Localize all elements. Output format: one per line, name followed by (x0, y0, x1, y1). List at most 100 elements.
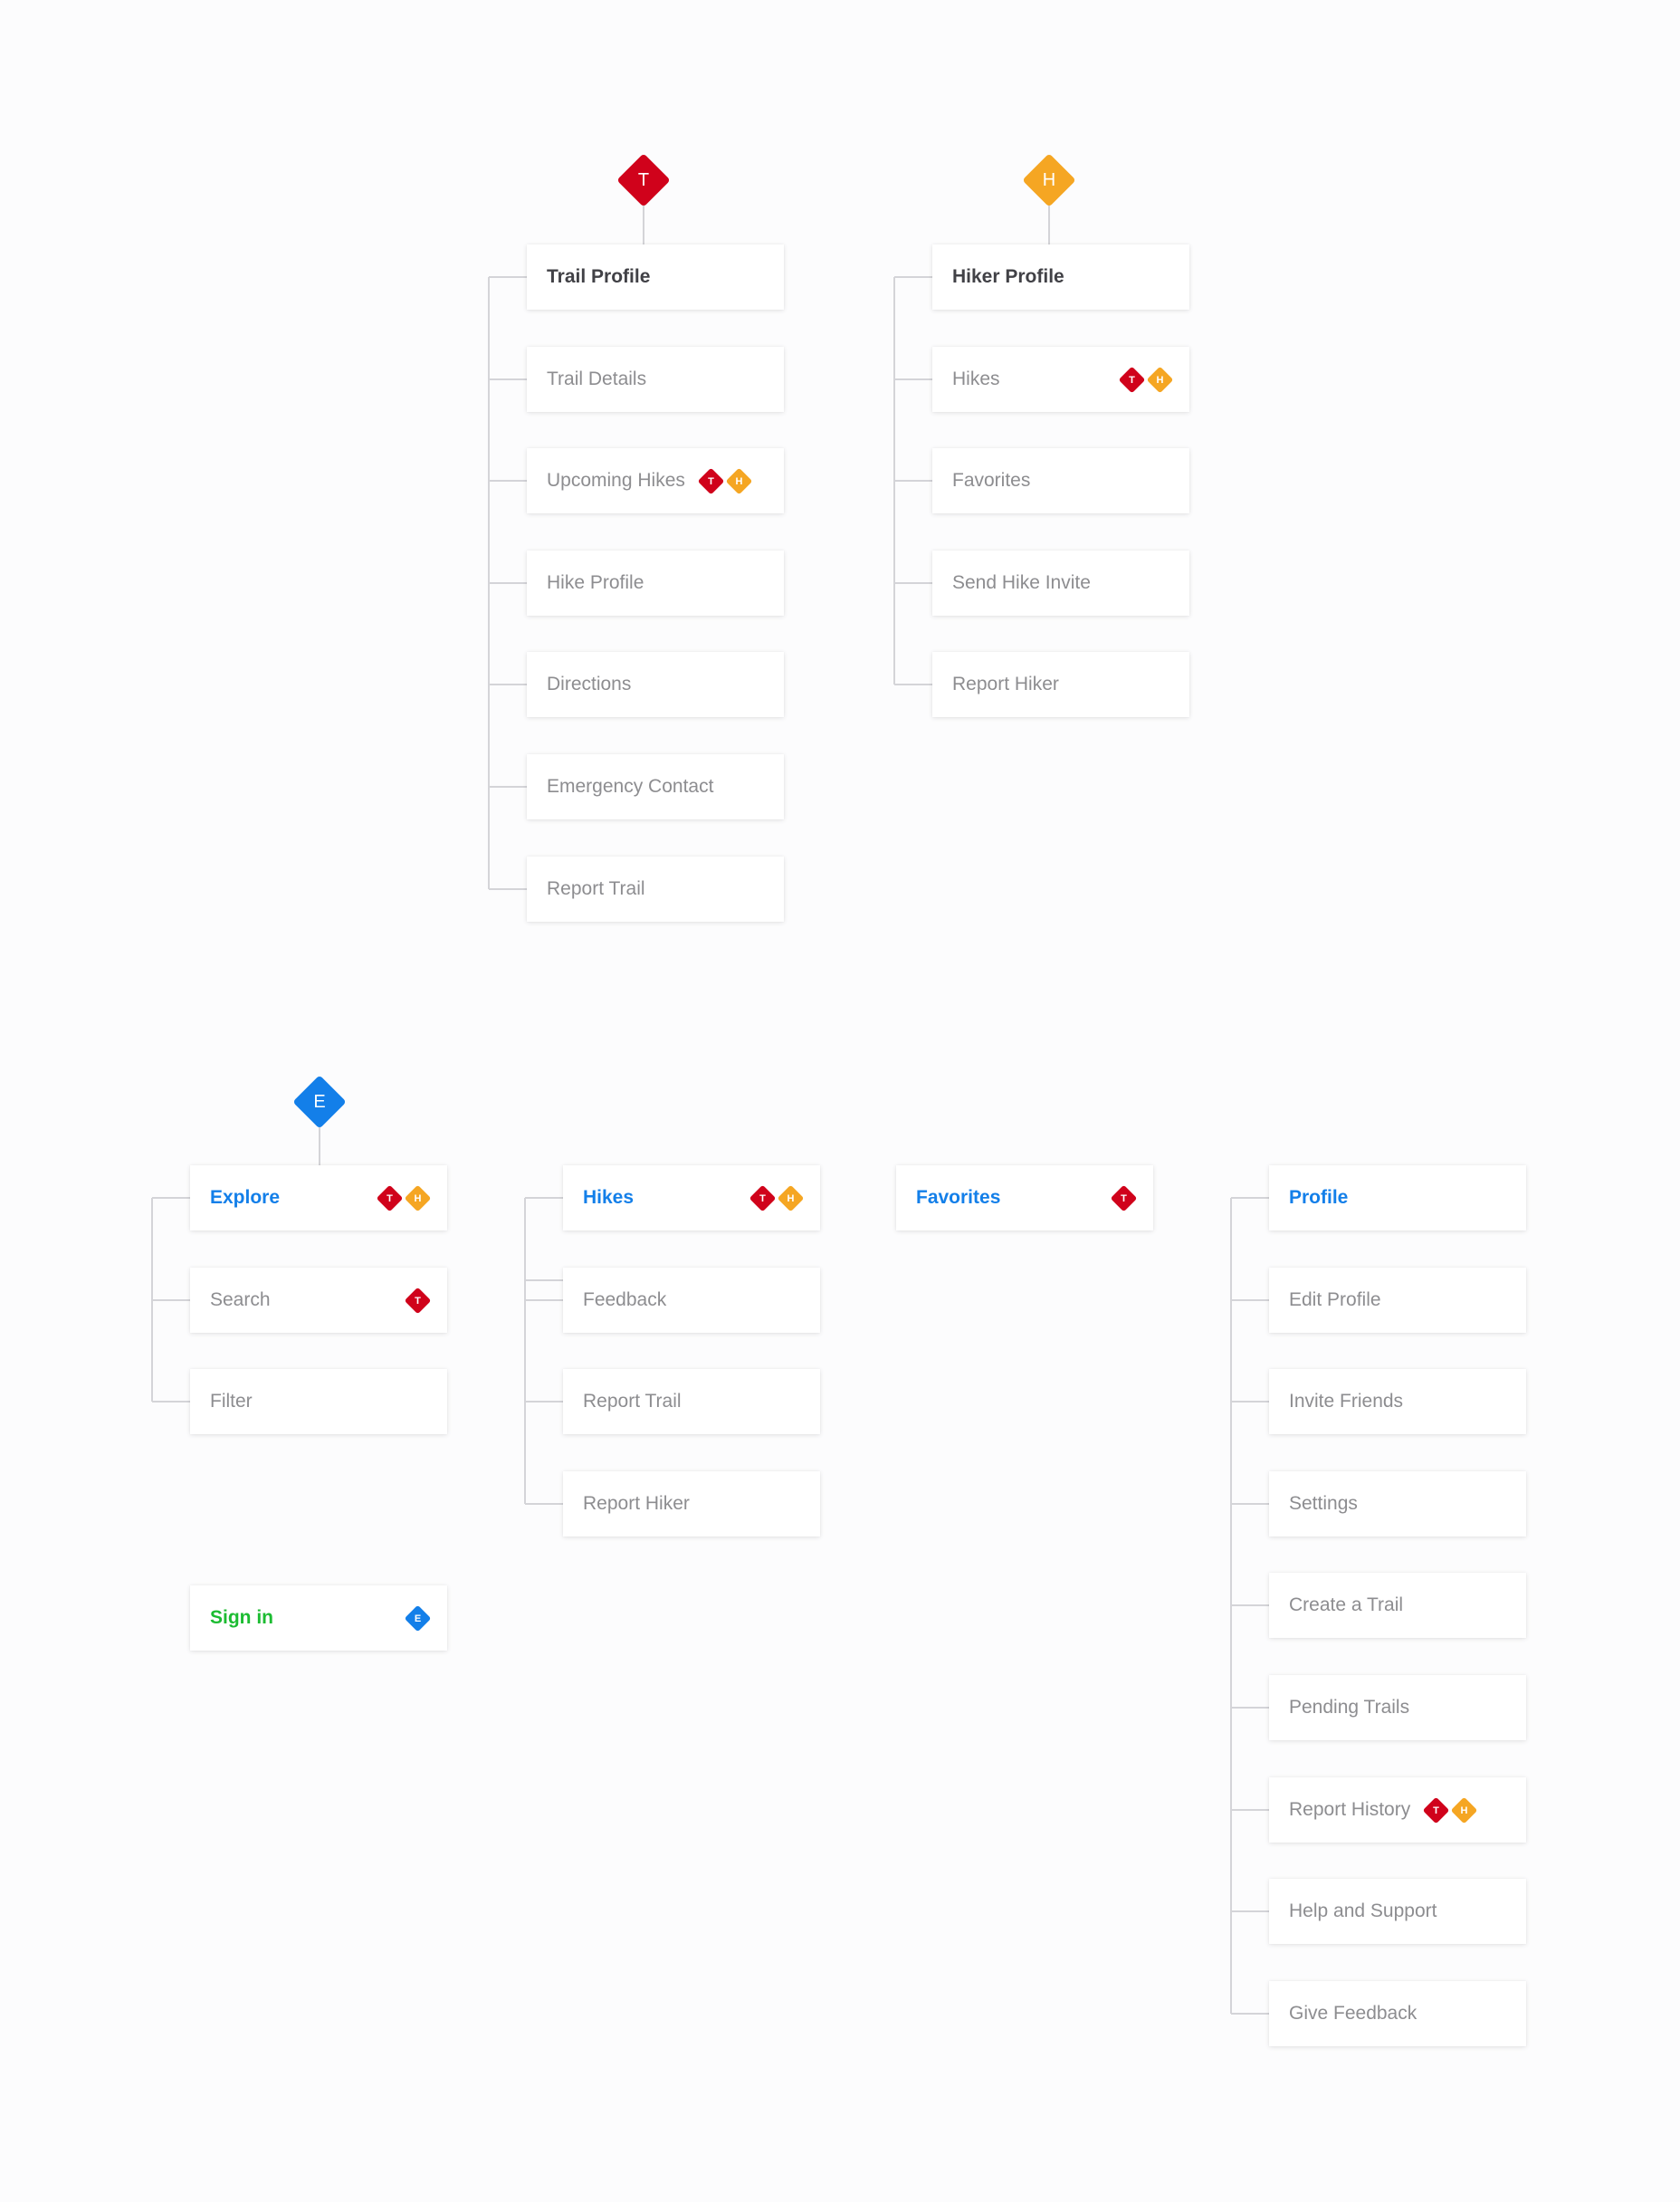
favorites-node[interactable]: Favorites T (896, 1165, 1153, 1230)
node-label: Trail Details (547, 369, 647, 389)
hiker-badge-icon: H (404, 1184, 432, 1211)
badge-group: T H (749, 1184, 805, 1211)
node-label: Edit Profile (1289, 1289, 1381, 1310)
filter-node[interactable]: Filter (190, 1369, 447, 1434)
hiker-marker-icon: H (1022, 153, 1076, 207)
node-label: Give Feedback (1289, 2003, 1418, 2024)
explore-node[interactable]: Explore T H (190, 1165, 447, 1230)
profile-node[interactable]: Profile (1269, 1165, 1526, 1230)
report-trail-node[interactable]: Report Trail (527, 857, 784, 922)
badge-group: T (1110, 1184, 1138, 1211)
node-label: Report Trail (583, 1391, 682, 1412)
explore-marker-letter: E (313, 1091, 326, 1112)
explore-badge-icon: E (404, 1604, 432, 1632)
badge-letter: H (787, 1192, 795, 1203)
hiker-marker-letter: H (1042, 169, 1056, 190)
upcoming-hikes-node[interactable]: Upcoming Hikes T H (527, 448, 784, 513)
trail-badge-icon: T (376, 1184, 404, 1211)
hiker-badge-icon: H (725, 467, 753, 494)
trail-badge-icon: T (697, 467, 725, 494)
hikes-report-trail-node[interactable]: Report Trail (563, 1369, 820, 1434)
node-label: Pending Trails (1289, 1697, 1410, 1718)
hiker-profile-node[interactable]: Hiker Profile (932, 244, 1189, 310)
hiker-badge-icon: H (777, 1184, 805, 1211)
node-label: Sign in (210, 1607, 273, 1628)
hike-profile-node[interactable]: Hike Profile (527, 550, 784, 616)
node-label: Report Trail (547, 878, 645, 899)
feedback-node[interactable]: Feedback (563, 1268, 820, 1333)
badge-letter: T (759, 1192, 766, 1203)
badge-letter: T (387, 1192, 393, 1203)
badge-letter: T (708, 475, 714, 486)
trail-badge-icon: T (1110, 1184, 1138, 1211)
trail-marker-icon: T (616, 153, 671, 207)
trail-badge-icon: T (404, 1287, 432, 1314)
node-label: Report Hiker (583, 1493, 690, 1514)
emergency-contact-node[interactable]: Emergency Contact (527, 754, 784, 819)
hiker-badge-icon: H (1146, 366, 1174, 393)
node-label: Hikes (952, 369, 1000, 389)
node-label: Report History (1289, 1799, 1411, 1820)
trail-badge-icon: T (1422, 1796, 1450, 1824)
node-label: Feedback (583, 1289, 667, 1310)
node-label: Settings (1289, 1493, 1358, 1514)
hiker-favorites-node[interactable]: Favorites (932, 448, 1189, 513)
give-feedback-node[interactable]: Give Feedback (1269, 1981, 1526, 2046)
hikes-report-hiker-node[interactable]: Report Hiker (563, 1471, 820, 1537)
node-label: Help and Support (1289, 1900, 1437, 1921)
invite-friends-node[interactable]: Invite Friends (1269, 1369, 1526, 1434)
node-label: Search (210, 1289, 271, 1310)
hiker-hikes-node[interactable]: Hikes T H (932, 347, 1189, 412)
help-and-support-node[interactable]: Help and Support (1269, 1879, 1526, 1944)
node-label: Hiker Profile (952, 266, 1064, 287)
badge-group: T H (1422, 1796, 1478, 1824)
directions-node[interactable]: Directions (527, 652, 784, 717)
create-a-trail-node[interactable]: Create a Trail (1269, 1573, 1526, 1638)
search-node[interactable]: Search T (190, 1268, 447, 1333)
node-label: Report Hiker (952, 674, 1059, 694)
trail-profile-node[interactable]: Trail Profile (527, 244, 784, 310)
sign-in-node[interactable]: Sign in E (190, 1585, 447, 1651)
badge-letter: T (1433, 1805, 1440, 1815)
node-label: Profile (1289, 1187, 1349, 1208)
node-label: Emergency Contact (547, 776, 714, 797)
node-label: Hike Profile (547, 572, 644, 593)
node-label: Hikes (583, 1187, 635, 1208)
badge-letter: T (415, 1295, 421, 1306)
edit-profile-node[interactable]: Edit Profile (1269, 1268, 1526, 1333)
badge-letter: H (735, 475, 743, 486)
node-label: Upcoming Hikes (547, 470, 685, 491)
report-hiker-node[interactable]: Report Hiker (932, 652, 1189, 717)
node-label: Trail Profile (547, 266, 651, 287)
badge-group: E (404, 1604, 432, 1632)
node-label: Send Hike Invite (952, 572, 1091, 593)
node-label: Invite Friends (1289, 1391, 1404, 1412)
badge-group: T (404, 1287, 432, 1314)
report-history-node[interactable]: Report History T H (1269, 1777, 1526, 1843)
node-label: Directions (547, 674, 632, 694)
hiker-badge-icon: H (1450, 1796, 1478, 1824)
hikes-node[interactable]: Hikes T H (563, 1165, 820, 1230)
badge-letter: E (414, 1613, 422, 1623)
trail-details-node[interactable]: Trail Details (527, 347, 784, 412)
node-label: Filter (210, 1391, 253, 1412)
badge-group: T H (1118, 366, 1174, 393)
node-label: Favorites (916, 1187, 1001, 1208)
badge-letter: T (1129, 374, 1135, 385)
settings-node[interactable]: Settings (1269, 1471, 1526, 1537)
badge-letter: H (1156, 374, 1164, 385)
badge-group: T H (376, 1184, 432, 1211)
send-hike-invite-node[interactable]: Send Hike Invite (932, 550, 1189, 616)
node-label: Explore (210, 1187, 281, 1208)
badge-letter: H (1460, 1805, 1468, 1815)
trail-badge-icon: T (749, 1184, 777, 1211)
trail-badge-icon: T (1118, 366, 1146, 393)
pending-trails-node[interactable]: Pending Trails (1269, 1675, 1526, 1740)
trail-marker-letter: T (637, 169, 650, 190)
badge-letter: T (1121, 1192, 1127, 1203)
badge-letter: H (414, 1192, 422, 1203)
explore-marker-icon: E (292, 1075, 347, 1129)
node-label: Favorites (952, 470, 1031, 491)
